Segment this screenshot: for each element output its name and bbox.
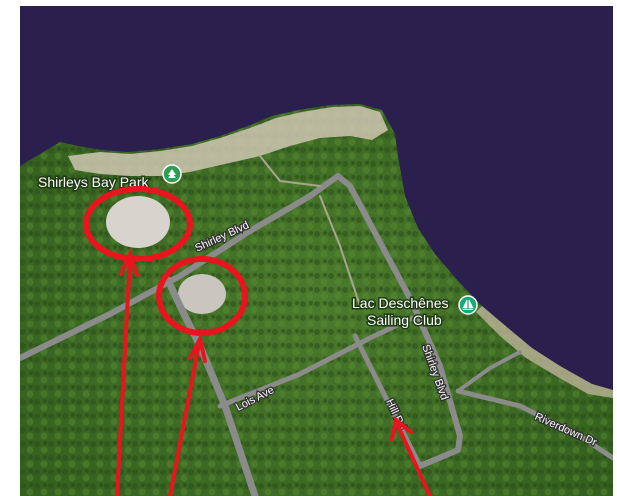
place-label-sailing-club[interactable]: Sailing Club: [366, 311, 444, 330]
path-trail-1: [259, 155, 321, 187]
annotation-arrow-2-shaft: [168, 342, 201, 496]
shoreline-sand: [68, 106, 388, 176]
annotation-circle-lot: [156, 256, 248, 336]
map-frame: Shirley Blvd Shirley Blvd Lois Ave Hill …: [20, 6, 613, 496]
annotation-arrow-3-head: [390, 416, 413, 441]
annotation-circle-park: [83, 186, 193, 262]
path-trail-2: [319, 195, 361, 307]
road-hill-rd: [352, 333, 423, 469]
place-label-shirleys-bay-park[interactable]: Shirleys Bay Park: [37, 173, 151, 192]
road-shirley-blvd: [20, 173, 463, 469]
satellite-map[interactable]: Shirley Blvd Shirley Blvd Lois Ave Hill …: [20, 6, 613, 496]
lot-clearing: [178, 274, 226, 314]
east-shore-sand: [476, 306, 613, 398]
annotation-layer: [83, 186, 432, 496]
road-riverdown-dr: [455, 388, 613, 461]
annotation-arrow-2-head: [188, 333, 207, 363]
annotation-arrow-3-shaft: [396, 424, 432, 496]
sailboat-pin-icon[interactable]: [458, 295, 478, 315]
park-clearing: [106, 196, 170, 248]
annotation-arrow-1-head: [119, 248, 139, 277]
place-label-lac-deschenes[interactable]: Lac Deschênes: [351, 294, 451, 313]
tree-pin-icon[interactable]: [162, 164, 182, 184]
annotation-arrow-1-shaft: [115, 256, 132, 496]
lake-water: [20, 6, 613, 390]
road-lois-ave: [217, 315, 415, 409]
road-east-link: [456, 350, 522, 393]
